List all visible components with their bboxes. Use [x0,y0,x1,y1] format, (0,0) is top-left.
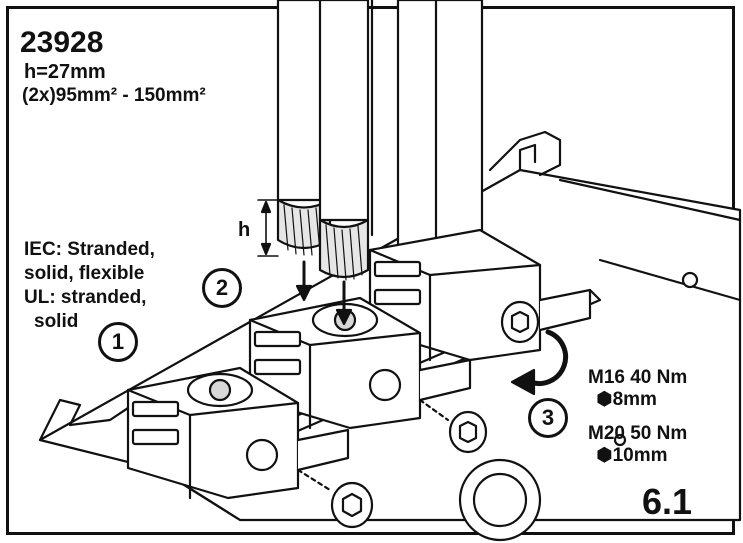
torque-m16: M16 40 Nm [588,367,688,388]
terminal-front [126,366,350,500]
set-screw-rear [500,300,540,344]
ul-line-1: UL: stranded, [24,287,147,308]
set-screw-middle [448,410,488,454]
ul-line-2: solid [34,311,79,332]
cable-3 [396,0,440,262]
figure-number: 6.1 [642,481,693,522]
bracket-right [488,130,562,177]
height-spec: h=27mm [24,61,106,83]
cable-4 [434,0,484,264]
torque-m16-key: ⬢8mm [596,389,657,410]
iec-line-1: IEC: Stranded, [24,239,155,260]
part-number: 23928 [20,26,104,59]
hex-key-icon: ⬢ [596,445,613,466]
dimension-h-label: h [238,219,251,241]
hex-key-icon: ⬢ [596,389,613,410]
step-1-badge: 1 [98,322,138,362]
iec-line-2: solid, flexible [24,263,145,284]
cross-section-spec: (2x)95mm² - 150mm² [22,85,206,106]
cable-2 [318,0,370,281]
rotation-arrow [527,329,569,387]
bracket-left [38,398,142,442]
step-2-badge: 2 [202,268,242,308]
set-screw-front [330,481,374,529]
torque-m20-key: ⬢10mm [596,445,668,466]
step-3-badge: 3 [528,398,568,438]
terminal-middle [248,296,472,430]
torque-m20: M20 50 Nm [588,423,688,444]
